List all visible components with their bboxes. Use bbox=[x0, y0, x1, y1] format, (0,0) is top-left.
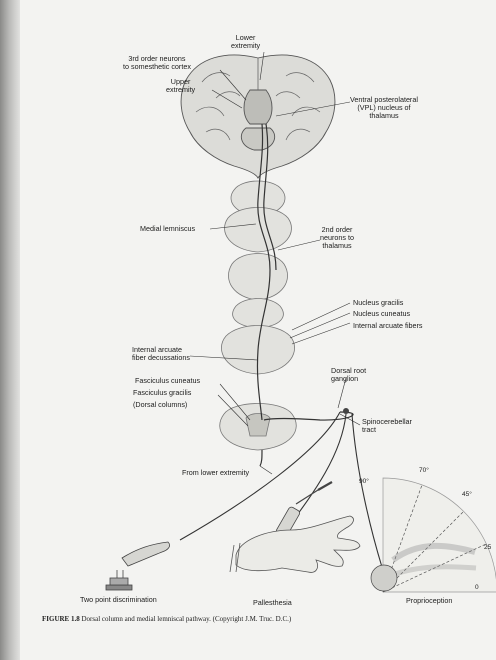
label-medial-lemniscus: Medial lemniscus bbox=[140, 225, 195, 233]
angle-0: 0 bbox=[475, 584, 479, 592]
label-dorsal-columns: (Dorsal columns) bbox=[133, 401, 187, 409]
label-two-point-discrimination: Two point discrimination bbox=[80, 596, 157, 604]
label-internal-arcuate-fibers: Internal arcuate fibers bbox=[353, 322, 423, 330]
page-spine-shadow bbox=[0, 0, 20, 660]
label-nucleus-cuneatus: Nucleus cuneatus bbox=[353, 310, 410, 318]
label-fasciculus-gracilis: Fasciculus gracilis bbox=[133, 389, 191, 397]
two-point-caliper-icon bbox=[106, 542, 170, 590]
label-proprioception: Proprioception bbox=[406, 597, 452, 605]
angle-90: 90° bbox=[359, 478, 369, 486]
label-nucleus-gracilis: Nucleus gracilis bbox=[353, 299, 403, 307]
label-pallesthesia: Pallesthesia bbox=[253, 599, 292, 607]
pathway-illustration bbox=[20, 0, 496, 660]
brainstem-sections bbox=[220, 181, 297, 450]
caption-text: Dorsal column and medial lemniscal pathw… bbox=[81, 615, 291, 623]
figure-caption: FIGURE 1.8 Dorsal column and medial lemn… bbox=[42, 615, 496, 623]
dorsal-root-ganglion-dot bbox=[343, 408, 349, 414]
angle-45: 45° bbox=[462, 491, 472, 499]
angle-25: 25 bbox=[484, 544, 491, 552]
hand-illustration bbox=[230, 516, 360, 572]
angle-70: 70° bbox=[419, 467, 429, 475]
figure-number: FIGURE 1.8 bbox=[42, 615, 80, 623]
label-fasciculus-cuneatus: Fasciculus cuneatus bbox=[135, 377, 200, 385]
label-from-lower-extremity: From lower extremity bbox=[182, 469, 249, 477]
brain-coronal-section bbox=[181, 55, 335, 178]
proprioception-angle-dial bbox=[371, 478, 496, 592]
